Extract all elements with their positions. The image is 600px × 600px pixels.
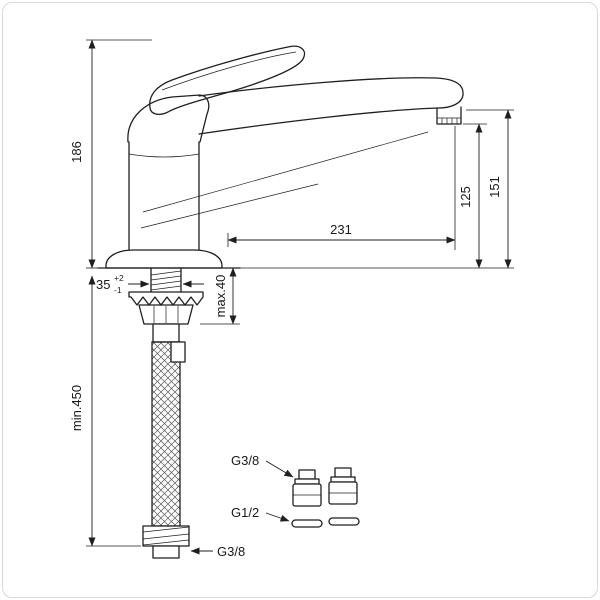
dim-spout-reach: 231 [227, 126, 456, 250]
dim-label-min450: min.450 [69, 385, 84, 431]
adapter-fittings [291, 467, 360, 528]
dim-spout-height: 151 [466, 109, 514, 269]
serrated-washer [128, 291, 204, 306]
adapter-1-neck [294, 478, 320, 485]
faucet-outline [97, 45, 464, 559]
label-adapter-g12: G1/2 [231, 505, 290, 522]
base-flange [97, 249, 241, 269]
faucet-body [128, 131, 429, 251]
dim-label-tol-plus: +2 [114, 273, 124, 283]
washer-1 [291, 519, 323, 528]
dim-label-35-tol: 35 +2 -1 [96, 269, 127, 295]
adapter-2-cap [334, 467, 352, 478]
thread-label-g38-top: G3/8 [231, 453, 259, 468]
dim-hole-diameter: 35 +2 -1 [96, 269, 204, 295]
dim-overall-height: 186 [69, 39, 152, 269]
mounting-nut [138, 304, 194, 343]
dim-label-186: 186 [69, 141, 84, 163]
hose-collar [170, 341, 186, 363]
thread-label-g38-hose: G3/8 [217, 544, 245, 559]
flexible-hose [151, 341, 186, 527]
lever-handle [149, 45, 306, 115]
adapter-1-cap [298, 469, 316, 480]
dim-max-deck-thickness: max.40 [200, 267, 240, 325]
cartridge-dome [127, 94, 210, 143]
dim-label-35: 35 [96, 277, 110, 292]
thread-label-g12: G1/2 [231, 505, 259, 520]
label-hose-g38: G3/8 [190, 544, 245, 559]
adapter-2-neck [330, 476, 356, 483]
dim-outlet-height: 125 [458, 123, 487, 269]
dim-label-231: 231 [330, 222, 352, 237]
label-adapter-g38: G3/8 [231, 453, 294, 478]
washer-2 [328, 517, 360, 526]
dim-label-max40: max.40 [213, 275, 228, 318]
hose-end-fitting [142, 525, 190, 559]
dim-hose-min-length: min.450 [69, 275, 141, 547]
dim-label-tol-minus: -1 [114, 285, 122, 295]
threaded-shank [150, 267, 182, 293]
dim-label-125: 125 [458, 186, 473, 208]
dim-label-151: 151 [487, 176, 502, 198]
spout [198, 77, 464, 135]
